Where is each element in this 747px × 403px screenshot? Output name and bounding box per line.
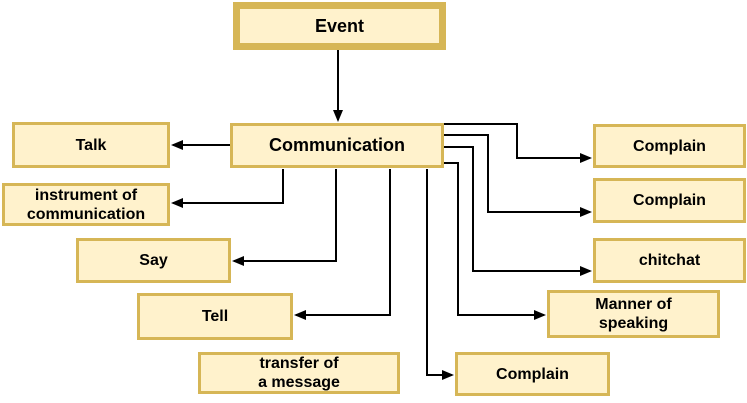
node-complain-top-label: Complain xyxy=(633,137,706,155)
node-say: Say xyxy=(76,238,231,283)
edge-communication-complain-middle xyxy=(444,134,592,217)
edge-communication-instrument xyxy=(171,169,284,208)
node-instrument-of-communication-label: instrument of communication xyxy=(26,186,146,223)
node-talk: Talk xyxy=(12,122,170,168)
node-communication: Communication xyxy=(230,123,444,168)
node-manner-of-speaking-label: Manner of speaking xyxy=(595,296,672,332)
node-transfer-of-a-message-label: transfer of a message xyxy=(258,355,340,391)
node-manner-of-speaking: Manner of speaking xyxy=(547,290,720,338)
node-communication-label: Communication xyxy=(268,135,405,155)
node-chitchat-label: chitchat xyxy=(638,252,701,269)
edge-communication-complain-top xyxy=(444,123,592,163)
node-tell-label: Tell xyxy=(201,308,229,325)
node-chitchat: chitchat xyxy=(593,238,746,283)
node-complain-top: Complain xyxy=(593,124,746,168)
node-instrument-of-communication: instrument of communication xyxy=(2,183,170,226)
node-complain-middle-label: Complain xyxy=(633,192,706,209)
node-tell: Tell xyxy=(137,293,293,340)
node-complain-middle: Complain xyxy=(593,178,746,223)
edge-communication-complain-bottom xyxy=(426,169,454,380)
node-event: Event xyxy=(233,2,446,50)
edge-communication-chitchat xyxy=(444,146,592,276)
node-say-label: Say xyxy=(139,252,168,269)
edge-communication-say xyxy=(232,169,337,266)
node-transfer-of-a-message: transfer of a message xyxy=(198,352,400,394)
node-event-label: Event xyxy=(314,15,365,36)
node-talk-label: Talk xyxy=(75,136,107,154)
edge-communication-manner xyxy=(444,162,546,320)
node-complain-bottom: Complain xyxy=(455,352,610,396)
node-complain-bottom-label: Complain xyxy=(496,365,569,383)
edge-communication-tell xyxy=(294,169,391,320)
